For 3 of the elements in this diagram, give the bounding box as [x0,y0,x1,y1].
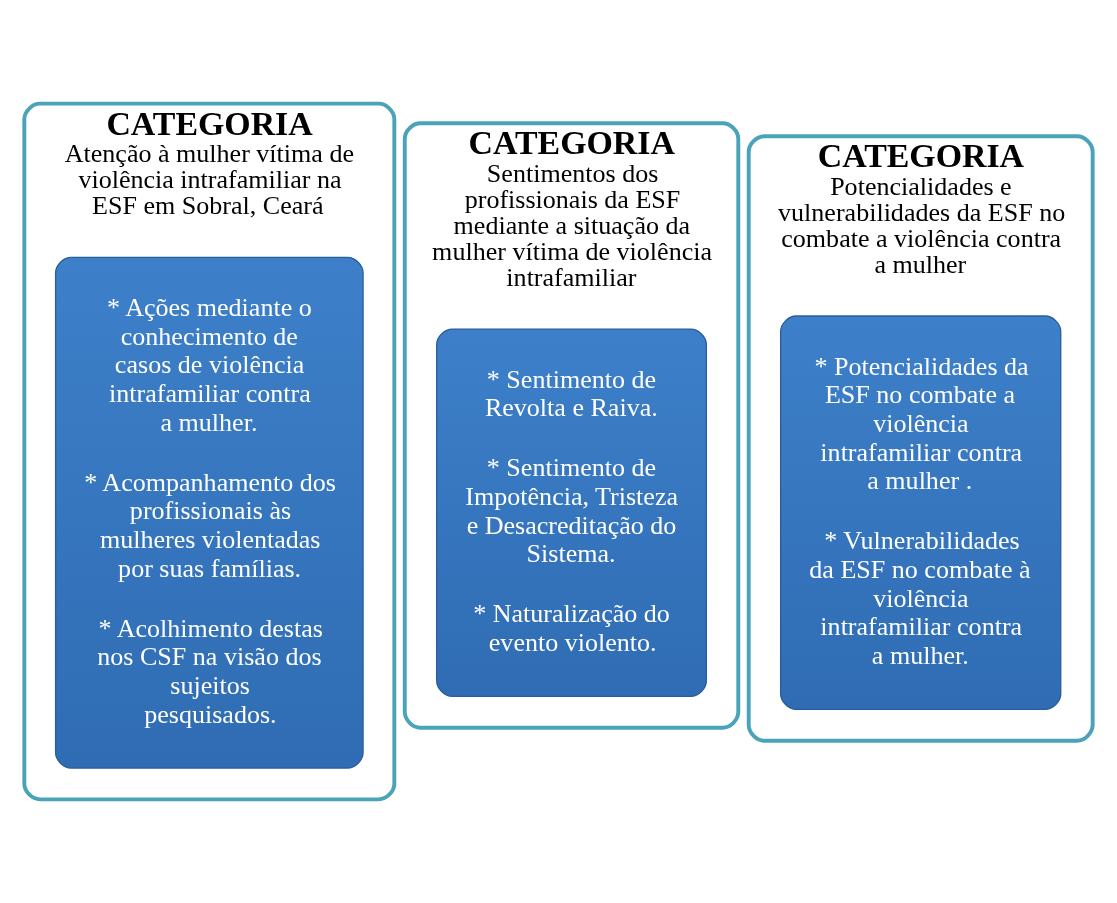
node-box: * Ações mediante o conhecimento de casos de violência intrafamiliar contra a mulher. * Acompanhamento dos profissionais às mulheres violentadas por suas famílias. * Acolhimento destas nos CSF na visão dos sujeitos pesquisados. [54,256,364,769]
node-box: * Potencialidades da ESF no combate a violência intrafamiliar contra a mulher . * Vulnerabilidades da ESF no combate à violência intrafamiliar contra a mulher. [780,315,1062,711]
node-box: * Sentimento de Revolta e Raiva. * Sentimento de Impotência, Tristeza e Desacreditação do Sistema. * Naturalização do evento violento. [436,328,708,698]
